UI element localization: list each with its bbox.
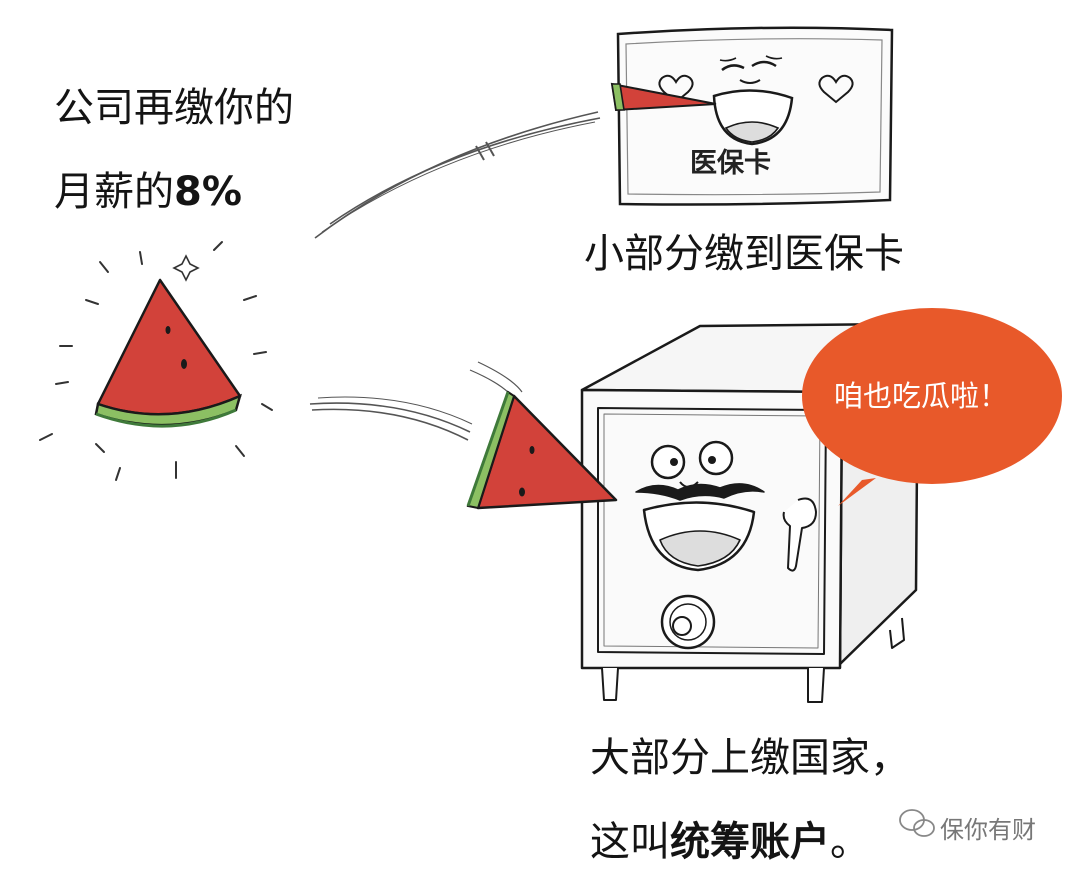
pooled-account: 统筹账户 bbox=[670, 819, 830, 865]
line-salary-percent: 月薪的8% bbox=[54, 172, 242, 212]
bottom-suffix: 。 bbox=[830, 819, 870, 865]
speech-bubble-icon bbox=[802, 308, 1062, 506]
watermelon-slice-icon bbox=[94, 278, 242, 428]
bottom-line-1: 大部分上缴国家， bbox=[590, 735, 910, 781]
bottom-prefix: 这叫 bbox=[590, 819, 670, 865]
watermark-text: 保你有财 bbox=[940, 816, 1036, 844]
watermark: 保你有财 bbox=[940, 810, 1036, 845]
line-company-contribution: 公司再缴你的 bbox=[54, 85, 294, 131]
motion-lines bbox=[309, 111, 601, 441]
card-label: 医保卡 bbox=[690, 148, 771, 179]
heart-icon bbox=[818, 74, 854, 104]
safe-icon bbox=[580, 322, 920, 703]
medical-card-icon bbox=[610, 26, 894, 206]
sparkle-icon bbox=[39, 241, 273, 481]
wechat-icon bbox=[899, 809, 935, 837]
bubble-text: 咱也吃瓜啦！ bbox=[834, 379, 1009, 413]
card-caption: 小部分缴到医保卡 bbox=[584, 231, 904, 277]
watermelon-slice-icon bbox=[466, 390, 618, 510]
salary-percent: 8% bbox=[174, 169, 242, 215]
salary-prefix: 月薪的 bbox=[54, 169, 174, 215]
bottom-line-2: 这叫统筹账户。 bbox=[590, 822, 870, 862]
